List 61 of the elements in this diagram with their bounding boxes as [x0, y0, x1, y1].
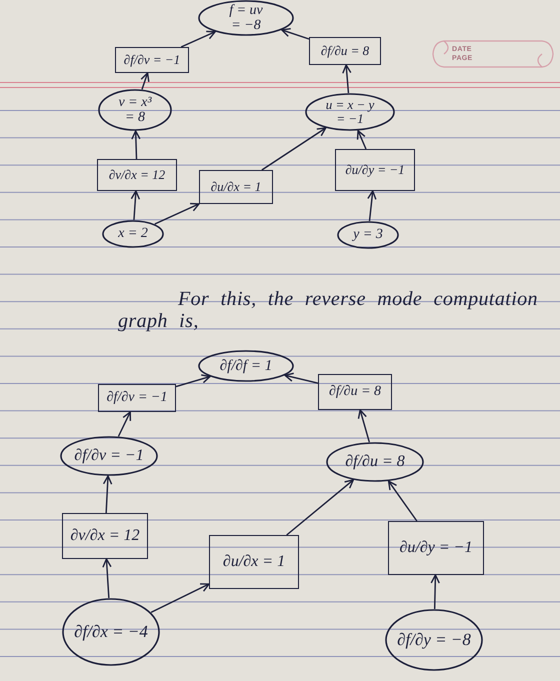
math-expression: ∂f/∂v = −1	[74, 447, 144, 465]
arrow	[131, 130, 141, 160]
math-expression: ∂f/∂u = 8	[345, 453, 405, 471]
math-expression: ∂u/∂y = −1	[345, 162, 405, 178]
value-ellipse	[198, 0, 294, 36]
handwritten-sentence: For this, the reverse mode computation graph is,	[118, 288, 539, 332]
arrow	[430, 574, 440, 610]
math-expression: ∂f/∂v = −1	[106, 390, 168, 406]
value-ellipse	[62, 598, 160, 666]
arrow	[102, 475, 112, 514]
value-box	[209, 535, 299, 589]
value-box	[98, 384, 176, 412]
math-expression: ∂f/∂u = 8	[328, 384, 382, 400]
value-box	[62, 513, 148, 559]
arrow	[176, 374, 211, 388]
math-expression: ∂f/∂f = 1	[220, 358, 272, 374]
math-expression: ∂f/∂y = −8	[397, 630, 471, 650]
arrow	[286, 479, 354, 536]
value-ellipse	[102, 220, 164, 248]
arrow	[281, 28, 310, 40]
math-expression: ∂f/∂x = −4	[74, 622, 148, 642]
arrow	[102, 558, 112, 598]
math-expression: ∂u/∂y = −1	[400, 539, 472, 557]
math-expression: u = x − y = −1	[324, 98, 376, 126]
value-ellipse	[337, 221, 399, 249]
math-expression: x = 2	[118, 226, 148, 242]
arrow	[358, 409, 370, 442]
value-box	[388, 521, 484, 575]
arrow	[367, 190, 377, 222]
arrow	[154, 202, 200, 225]
math-expression: ∂u/∂x = 1	[210, 180, 262, 194]
value-box	[199, 170, 273, 204]
value-box	[309, 37, 381, 65]
math-expression: ∂v/∂x = 12	[70, 527, 140, 545]
math-expression: ∂f/∂v = −1	[124, 52, 180, 68]
math-expression: ∂v/∂x = 12	[108, 168, 166, 182]
value-box	[335, 149, 415, 191]
value-ellipse	[198, 350, 294, 382]
arrow	[150, 583, 210, 614]
arrow	[342, 64, 352, 94]
value-ellipse	[385, 609, 483, 671]
value-box	[97, 159, 177, 191]
value-ellipse	[305, 93, 395, 131]
arrow	[388, 480, 418, 522]
math-expression: ∂u/∂x = 1	[222, 553, 286, 571]
value-box	[115, 47, 189, 73]
value-box	[318, 374, 392, 410]
value-ellipse	[60, 436, 158, 476]
arrow	[261, 127, 326, 171]
value-ellipse	[98, 89, 172, 131]
arrow	[356, 130, 367, 150]
arrow	[180, 30, 216, 48]
math-expression: v = x³ = 8	[117, 94, 153, 126]
arrow	[284, 372, 318, 384]
math-expression: ∂f/∂u = 8	[320, 44, 370, 58]
arrow	[140, 72, 150, 90]
arrow	[118, 411, 132, 437]
arrow	[130, 190, 140, 220]
value-ellipse	[326, 442, 424, 482]
math-expression: f = uv = −8	[228, 2, 264, 34]
math-expression: y = 3	[353, 227, 383, 243]
